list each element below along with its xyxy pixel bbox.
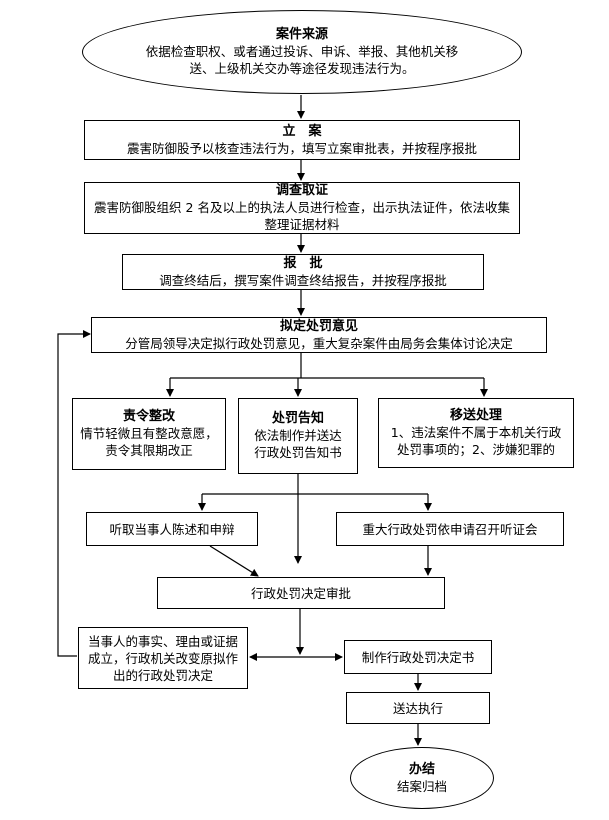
make-decision-text: 制作行政处罚决定书 bbox=[361, 649, 475, 665]
investigation-title: 调查取证 bbox=[275, 183, 328, 198]
node-investigation: 调查取证 震害防御股组织 2 名及以上的执法人员进行检查，出示执法证件，依法收集… bbox=[84, 182, 520, 234]
node-decision-approval: 行政处罚决定审批 bbox=[157, 577, 445, 609]
opinion-title: 拟定处罚意见 bbox=[279, 318, 358, 334]
notice-title: 处罚告知 bbox=[271, 411, 324, 426]
filing-text: 震害防御股予以核查违法行为，填写立案审批表，并按程序报批 bbox=[126, 140, 477, 156]
notice-text: 依法制作并送达行政处罚告知书 bbox=[254, 428, 342, 460]
transfer-title: 移送处理 bbox=[449, 408, 502, 423]
delivery-text: 送达执行 bbox=[392, 700, 443, 716]
investigation-text: 震害防御股组织 2 名及以上的执法人员进行检查，出示执法证件，依法收集整理证据材… bbox=[94, 200, 510, 232]
arrow-defense-approval bbox=[209, 545, 259, 577]
report-title: 报 批 bbox=[283, 255, 323, 271]
node-rectify: 责令整改 情节轻微且有整改意愿，责令其限期改正 bbox=[72, 398, 226, 470]
case-source-text: 依据检查职权、或者通过投诉、申诉、举报、其他机关移送、上级机关交办等途径发现违法… bbox=[145, 44, 459, 76]
closing-text: 结案归档 bbox=[396, 778, 447, 794]
closing-title: 办结 bbox=[408, 761, 435, 777]
decision-approval-text: 行政处罚决定审批 bbox=[250, 585, 351, 601]
defense-text: 听取当事人陈述和申辩 bbox=[109, 521, 235, 537]
node-transfer: 移送处理 1、违法案件不属于本机关行政处罚事项的；2、涉嫌犯罪的 bbox=[378, 398, 574, 468]
node-hearing: 重大行政处罚依申请召开听证会 bbox=[336, 512, 564, 546]
change-decision-text: 当事人的事实、理由或证据成立，行政机关改变原拟作出的行政处罚决定 bbox=[87, 633, 238, 683]
node-make-decision: 制作行政处罚决定书 bbox=[344, 640, 492, 674]
node-filing: 立 案 震害防御股予以核查违法行为，填写立案审批表，并按程序报批 bbox=[84, 120, 520, 160]
node-defense: 听取当事人陈述和申辩 bbox=[86, 512, 258, 546]
rectify-text: 情节轻微且有整改意愿，责令其限期改正 bbox=[80, 426, 218, 458]
node-report: 报 批 调查终结后，撰写案件调查终结报告，并按程序报批 bbox=[122, 254, 484, 290]
node-case-source: 案件来源 依据检查职权、或者通过投诉、申诉、举报、其他机关移送、上级机关交办等途… bbox=[82, 10, 522, 94]
transfer-text: 1、违法案件不属于本机关行政处罚事项的；2、涉嫌犯罪的 bbox=[390, 425, 562, 457]
node-delivery: 送达执行 bbox=[346, 692, 490, 724]
node-notice: 处罚告知 依法制作并送达行政处罚告知书 bbox=[238, 398, 358, 474]
case-source-title: 案件来源 bbox=[275, 27, 328, 42]
opinion-text: 分管局领导决定拟行政处罚意见，重大复杂案件由局务会集体讨论决定 bbox=[125, 335, 513, 351]
filing-title: 立 案 bbox=[282, 123, 322, 139]
node-opinion: 拟定处罚意见 分管局领导决定拟行政处罚意见，重大复杂案件由局务会集体讨论决定 bbox=[91, 317, 547, 353]
node-closing: 办结 结案归档 bbox=[350, 747, 494, 809]
feedback-loop-line bbox=[57, 330, 91, 657]
report-text: 调查终结后，撰写案件调查终结报告，并按程序报批 bbox=[159, 272, 447, 288]
hearing-text: 重大行政处罚依申请召开听证会 bbox=[362, 521, 538, 537]
rectify-title: 责令整改 bbox=[122, 409, 175, 424]
node-change-decision: 当事人的事实、理由或证据成立，行政机关改变原拟作出的行政处罚决定 bbox=[78, 627, 248, 689]
